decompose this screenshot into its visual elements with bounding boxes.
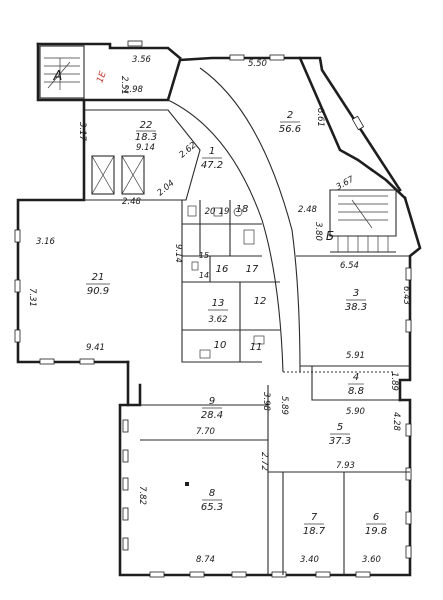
room-7-area: 18.7 — [303, 526, 326, 537]
room-2-number: 2 — [287, 110, 293, 121]
dim-label: 2.51 — [119, 76, 129, 95]
room-18-number: 18 — [236, 204, 249, 215]
room-15-number: 15 — [199, 251, 209, 260]
dim-label: 7.82 — [137, 486, 147, 505]
dim-label: 3.40 — [300, 555, 319, 565]
dim-label: 1.89 — [389, 372, 399, 391]
stair-treads — [44, 57, 388, 229]
windows — [14, 40, 412, 578]
dim-label: 5.89 — [279, 396, 289, 415]
dim-label: 7.31 — [27, 288, 37, 307]
room-20-number: 20 — [205, 207, 216, 217]
interior-walls — [39, 45, 410, 575]
dim-label: 3.56 — [132, 55, 152, 65]
room-12-number: 12 — [254, 296, 267, 307]
dim-label: 4.28 — [391, 412, 401, 432]
dim-label: 5.50 — [248, 59, 267, 69]
dim-label: 3.98 — [261, 392, 271, 412]
room-5-area: 37.3 — [329, 436, 351, 447]
room-21-number: 21 — [92, 272, 105, 283]
room-3-number: 3 — [353, 288, 359, 299]
room-8-area: 65.3 — [201, 502, 223, 513]
dim-label: 2.72 — [259, 452, 269, 471]
room-6-number: 6 — [373, 512, 379, 523]
room-7-number: 7 — [311, 512, 318, 523]
room-14-number: 14 — [199, 271, 209, 280]
dim-label: 3.60 — [362, 555, 381, 565]
dim-label: 3.80 — [313, 222, 323, 241]
room-16-number: 16 — [216, 264, 229, 275]
dim-label: 8.61 — [315, 108, 325, 127]
room-21-area: 90.9 — [87, 286, 109, 297]
room-11-number: 11 — [250, 342, 263, 353]
stair-b-label: Б — [326, 229, 334, 243]
room-22-number: 22 — [140, 120, 153, 131]
room-3-area: 38.3 — [345, 302, 367, 313]
stair-a-label: А — [53, 69, 63, 84]
dim-label: 6.54 — [340, 261, 359, 271]
dim-label: 2.04 — [156, 178, 177, 198]
room-labels: 1 47.2 2 56.6 3 38.3 4 8.8 5 37.3 6 19.8… — [53, 69, 388, 537]
room-8-number: 8 — [209, 488, 215, 499]
room-13-number: 13 — [212, 298, 225, 309]
room-9-number: 9 — [209, 396, 215, 407]
dim-label: 8.74 — [196, 555, 215, 565]
dim-label: 5.91 — [346, 351, 365, 361]
column-icon — [185, 482, 189, 486]
dim-label: 2.98 — [124, 85, 144, 95]
room-1-area: 47.2 — [201, 160, 223, 171]
room-9-area: 28.4 — [201, 410, 223, 421]
room-10-number: 10 — [214, 340, 227, 351]
dim-label: 5.90 — [346, 407, 365, 417]
room-6-area: 19.8 — [365, 526, 387, 537]
room-19-number: 19 — [219, 207, 230, 217]
red-mark: 1Е — [95, 70, 108, 84]
dim-label: 9.14 — [173, 244, 183, 263]
dim-label: 9.14 — [136, 143, 155, 153]
dim-label: 6.43 — [401, 286, 411, 305]
dim-label: 7.93 — [336, 461, 355, 471]
dim-label: 2.48 — [298, 205, 318, 215]
dim-label: 3.16 — [36, 237, 56, 247]
room-1-number: 1 — [209, 146, 215, 157]
fixtures — [185, 205, 265, 486]
room-22-area: 18.3 — [135, 132, 157, 143]
dim-label: 3.17 — [77, 122, 87, 142]
room-4-area: 8.8 — [348, 386, 364, 397]
room-17-number: 17 — [246, 264, 259, 275]
dim-label: 2.48 — [122, 197, 142, 207]
dim-label: 7.70 — [196, 427, 215, 437]
room-2-area: 56.6 — [279, 124, 301, 135]
room-5-number: 5 — [337, 422, 343, 433]
room-4-number: 4 — [353, 372, 359, 383]
dim-label: 9.41 — [86, 343, 105, 353]
room-13-area: 3.62 — [209, 315, 228, 325]
outer-walls — [16, 42, 422, 577]
